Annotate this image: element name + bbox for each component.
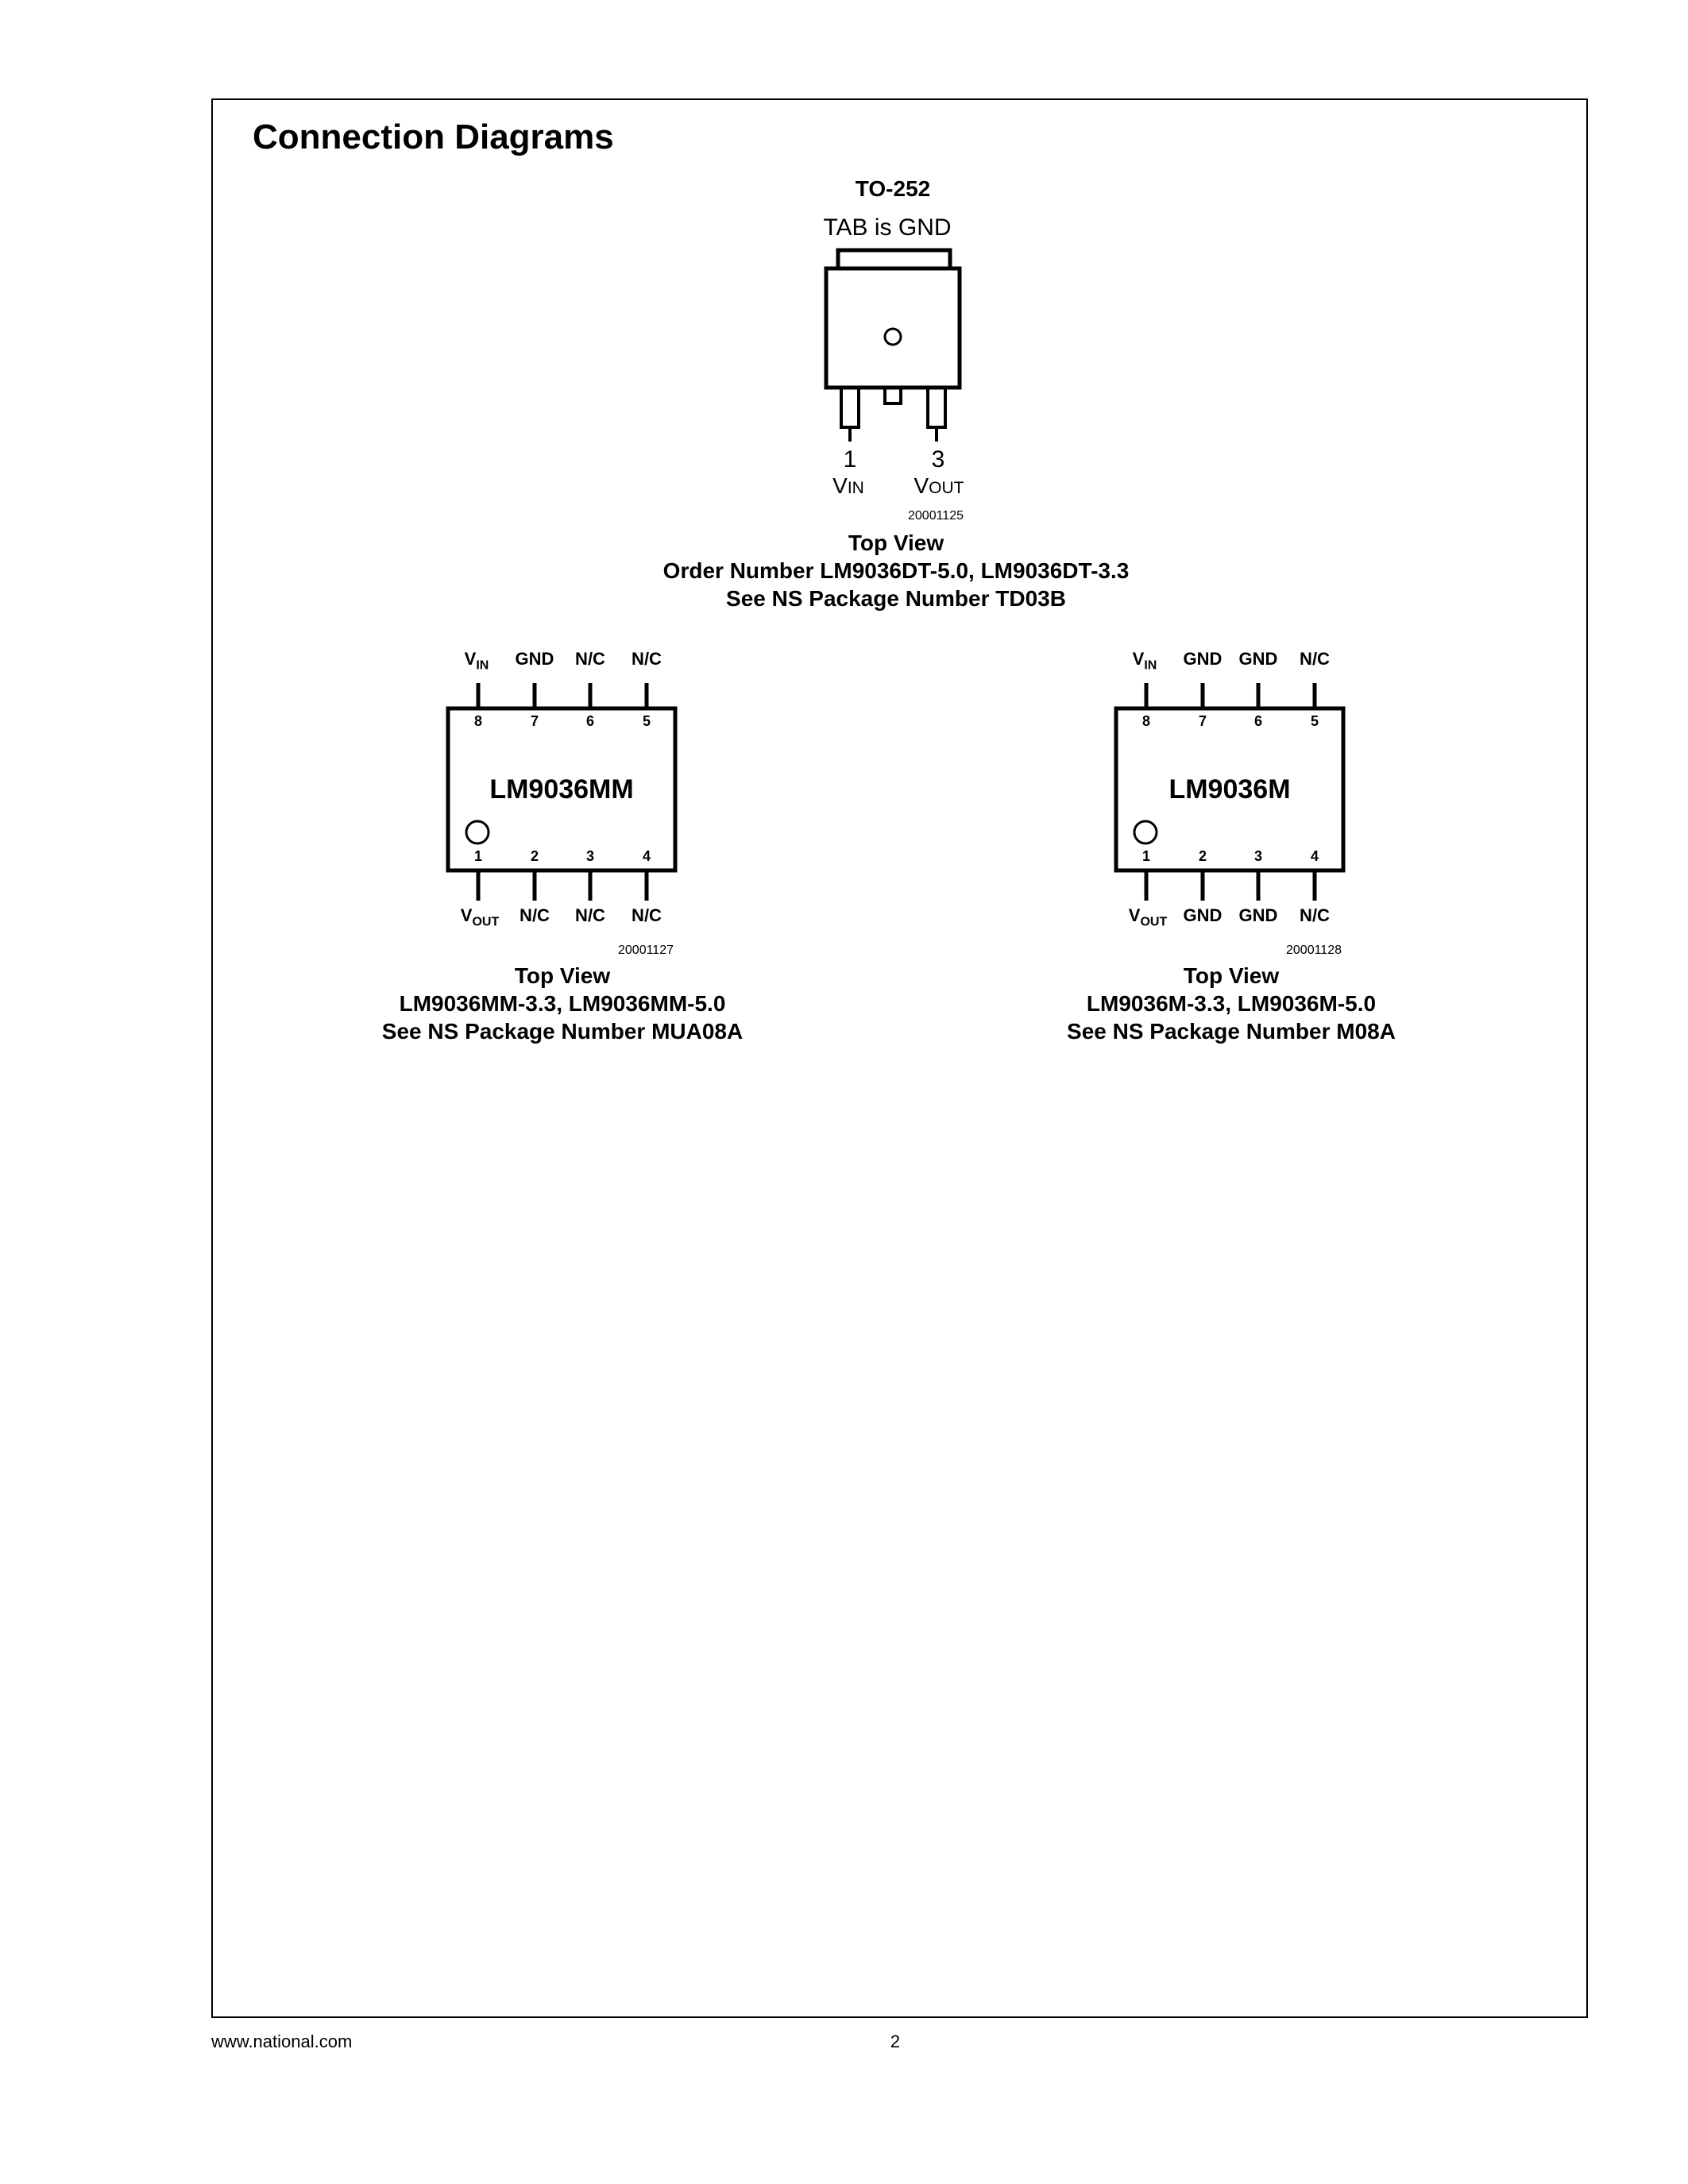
mm-pin-num-5: 5: [642, 713, 651, 729]
mm-pin-num-8: 8: [473, 713, 483, 729]
m-pin1-mark: [1133, 820, 1158, 845]
mm-ns-package: See NS Package Number MUA08A: [381, 1019, 744, 1044]
to252-tab: [836, 248, 952, 268]
mm-pin-num-2: 2: [530, 848, 539, 864]
m-pin-num-3: 3: [1253, 848, 1263, 864]
mm-body: [446, 706, 678, 873]
mm-figure-id: 20001127: [618, 943, 674, 957]
mm-pin-num-7: 7: [530, 713, 539, 729]
m-figure-id: 20001128: [1286, 943, 1342, 957]
m-bottom-label-4: N/C: [1300, 905, 1330, 925]
mm-bottom-label-2: N/C: [520, 905, 550, 925]
m-pin-num-8: 8: [1141, 713, 1151, 729]
to252-figure-id: 20001125: [908, 509, 964, 523]
to252-mark-circle: [883, 327, 902, 346]
page-number: 2: [890, 2032, 901, 2051]
m-bottom-label-2: GND: [1183, 905, 1223, 925]
m-pin-num-5: 5: [1310, 713, 1319, 729]
mm-pin-num-3: 3: [585, 848, 595, 864]
to252-center-stub: [883, 386, 902, 405]
m-top-view: Top View: [1183, 963, 1280, 988]
mm-pin-num-1: 1: [473, 848, 483, 864]
m-top-label-5: N/C: [1300, 649, 1330, 669]
mm-top-view: Top View: [514, 963, 611, 988]
m-body: [1114, 706, 1346, 873]
mm-pin-num-4: 4: [642, 848, 651, 864]
mm-top-label-6: N/C: [575, 649, 605, 669]
m-part-label: LM9036M: [1168, 774, 1291, 805]
to252-package-label: TO-252: [855, 176, 931, 201]
m-bottom-label-3: GND: [1238, 905, 1278, 925]
m-pin-num-2: 2: [1198, 848, 1207, 864]
mm-bottom-label-3: N/C: [575, 905, 605, 925]
m-top-label-7: GND: [1183, 649, 1223, 669]
m-order-number: LM9036M-3.3, LM9036M-5.0: [1086, 991, 1377, 1016]
m-top-label-8: VIN: [1132, 649, 1157, 673]
to252-order-number: Order Number LM9036DT-5.0, LM9036DT-3.3: [662, 558, 1130, 583]
mm-order-number: LM9036MM-3.3, LM9036MM-5.0: [399, 991, 726, 1016]
mm-bottom-label-1: VOUT: [460, 905, 500, 929]
m-pin-num-6: 6: [1253, 713, 1263, 729]
mm-pin-num-6: 6: [585, 713, 595, 729]
mm-top-label-8: VIN: [464, 649, 489, 673]
to252-pin3-number: 3: [931, 446, 945, 473]
m-pin-num-1: 1: [1141, 848, 1151, 864]
to252-top-view: Top View: [848, 531, 944, 555]
footer-url-link[interactable]: www.national.com: [211, 2032, 353, 2051]
mm-bottom-label-4: N/C: [632, 905, 662, 925]
mm-top-label-5: N/C: [632, 649, 662, 669]
m-pin-num-7: 7: [1198, 713, 1207, 729]
to252-pin1-name: VIN: [832, 473, 864, 498]
to252-tab-label: TAB is GND: [823, 214, 952, 241]
to252-pin3-name: VOUT: [914, 473, 964, 498]
m-ns-package: See NS Package Number M08A: [1067, 1019, 1396, 1044]
mm-part-label: LM9036MM: [489, 774, 634, 805]
page-title: Connection Diagrams: [253, 118, 614, 156]
to252-ns-package: See NS Package Number TD03B: [726, 586, 1066, 611]
page-frame: [211, 98, 1588, 2018]
m-bottom-label-1: VOUT: [1128, 905, 1168, 929]
m-top-label-6: GND: [1238, 649, 1278, 669]
mm-pin1-mark: [465, 820, 490, 845]
m-pin-num-4: 4: [1310, 848, 1319, 864]
mm-top-label-7: GND: [515, 649, 554, 669]
to252-pin1-number: 1: [843, 446, 857, 473]
